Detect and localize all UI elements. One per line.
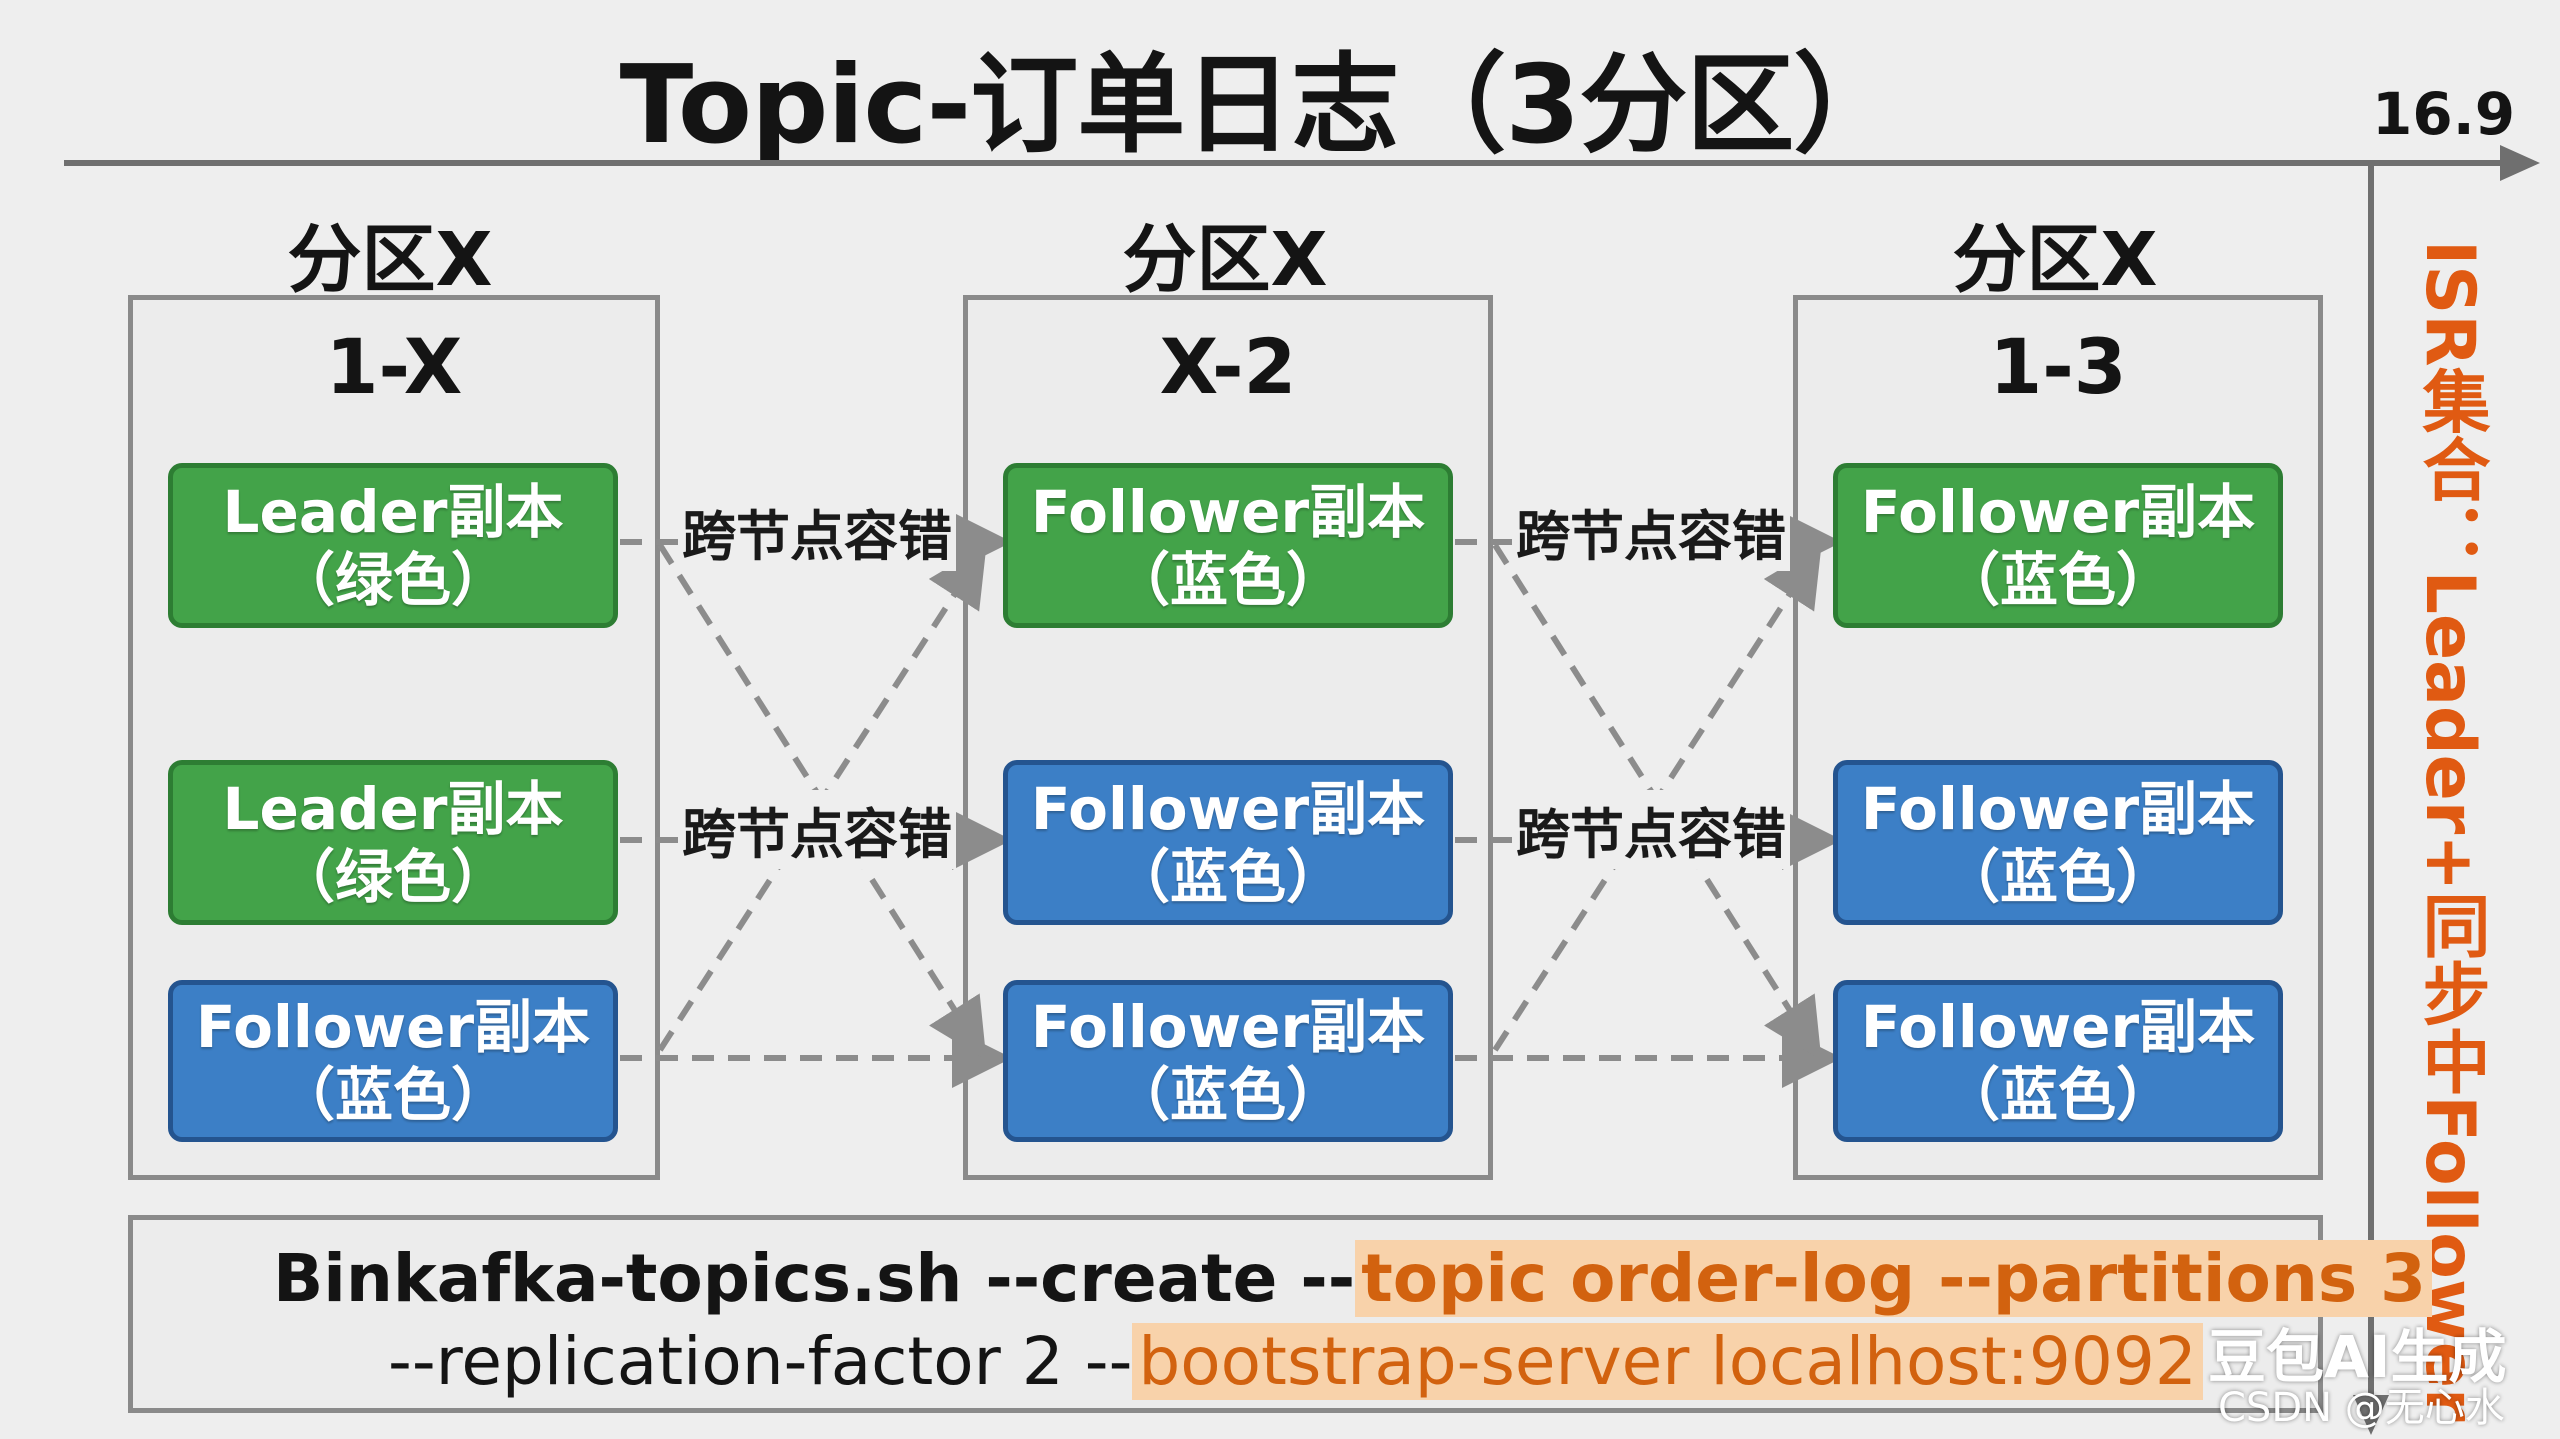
ai-watermark: 豆包AI生成 bbox=[2208, 1323, 2507, 1391]
follower-replica: Follower副本 （蓝色） bbox=[1833, 980, 2283, 1142]
follower-replica: Follower副本 （蓝色） bbox=[1003, 463, 1453, 628]
replica-name: Follower副本 bbox=[1030, 477, 1426, 546]
follower-replica: Follower副本 （蓝色） bbox=[168, 980, 618, 1142]
follower-replica: Follower副本 （蓝色） bbox=[1003, 980, 1453, 1142]
partition-id: 1-3 bbox=[1989, 322, 2127, 411]
replica-name: Follower副本 bbox=[195, 993, 591, 1061]
top-axis-line bbox=[64, 160, 2514, 166]
replica-color-note: （绿色） bbox=[276, 545, 509, 614]
replica-name: Follower副本 bbox=[1860, 774, 2256, 843]
command-highlight: topic order-log --partitions 3 bbox=[1355, 1240, 2433, 1317]
right-axis-line bbox=[2368, 163, 2374, 1403]
replica-name: Leader副本 bbox=[222, 774, 564, 843]
diagram-title: Topic-订单日志（3分区） bbox=[619, 43, 1902, 168]
replica-name: Follower副本 bbox=[1030, 774, 1426, 843]
follower-replica: Follower副本 （蓝色） bbox=[1003, 760, 1453, 925]
replica-color-note: （蓝色） bbox=[1941, 545, 2174, 614]
right-axis-arrow-icon bbox=[2353, 1395, 2389, 1435]
edge-label-fault-tolerance: 跨节点容错 bbox=[678, 790, 956, 869]
replica-name: Follower副本 bbox=[1860, 993, 2256, 1061]
replica-name: Follower副本 bbox=[1860, 477, 2256, 546]
command-text: Binkafka-topics.sh --create -- bbox=[273, 1240, 1356, 1317]
partition-column-title: 分区X bbox=[287, 217, 493, 303]
partition-id: X-2 bbox=[1159, 322, 1297, 411]
leader-replica: Leader副本 （绿色） bbox=[168, 463, 618, 628]
replica-color-note: （蓝色） bbox=[276, 1061, 509, 1129]
command-line-1: Binkafka-topics.sh --create --topic orde… bbox=[273, 1240, 2433, 1317]
follower-replica: Follower副本 （蓝色） bbox=[1833, 760, 2283, 925]
partition-id: 1-X bbox=[325, 322, 463, 411]
command-highlight: bootstrap-server localhost:9092 bbox=[1132, 1323, 2203, 1400]
leader-replica: Leader副本 （绿色） bbox=[168, 760, 618, 925]
axis-value-label: 16.9 bbox=[2372, 80, 2516, 148]
replica-color-note: （蓝色） bbox=[1111, 842, 1344, 911]
credit-watermark: CSDN @无心水 bbox=[2218, 1385, 2505, 1431]
partition-column-title: 分区X bbox=[1122, 217, 1328, 303]
replica-color-note: （绿色） bbox=[276, 842, 509, 911]
replica-color-note: （蓝色） bbox=[1111, 1061, 1344, 1129]
replica-color-note: （蓝色） bbox=[1941, 842, 2174, 911]
edge-label-fault-tolerance: 跨节点容错 bbox=[1512, 790, 1790, 869]
partition-column-title: 分区X bbox=[1952, 217, 2158, 303]
replica-name: Leader副本 bbox=[222, 477, 564, 546]
edge-label-fault-tolerance: 跨节点容错 bbox=[1512, 492, 1790, 571]
top-axis-arrow-icon bbox=[2500, 145, 2540, 181]
command-line-2: --replication-factor 2 --bootstrap-serve… bbox=[388, 1323, 2203, 1400]
command-box: Binkafka-topics.sh --create --topic orde… bbox=[128, 1215, 2433, 1413]
replica-color-note: （蓝色） bbox=[1111, 545, 1344, 614]
follower-replica: Follower副本 （蓝色） bbox=[1833, 463, 2283, 628]
isr-label: ISR集合：Leader+同步中Follower bbox=[2410, 240, 2489, 1422]
replica-name: Follower副本 bbox=[1030, 993, 1426, 1061]
command-text: --replication-factor 2 -- bbox=[388, 1323, 1133, 1400]
edge-label-fault-tolerance: 跨节点容错 bbox=[678, 492, 956, 571]
replica-color-note: （蓝色） bbox=[1941, 1061, 2174, 1129]
